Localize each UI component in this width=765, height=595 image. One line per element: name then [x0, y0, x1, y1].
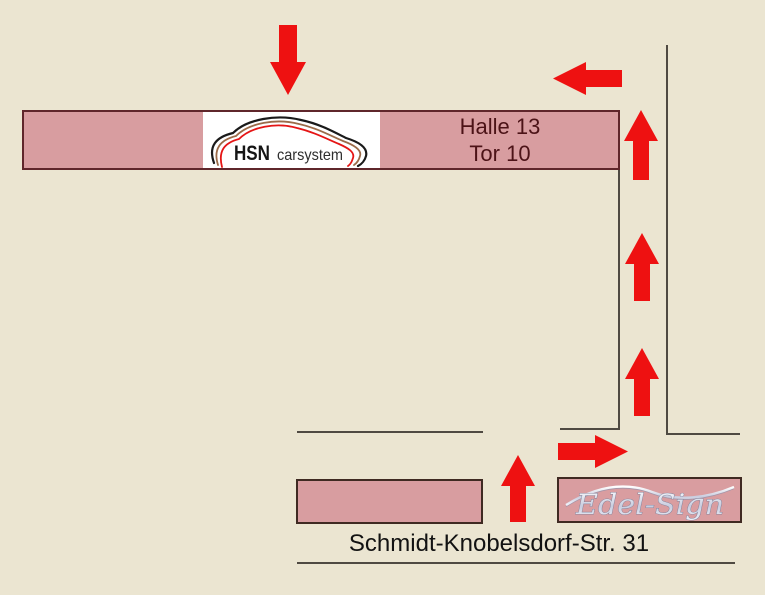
route-arrow-up-icon: [625, 348, 659, 416]
route-arrow-down-icon: [270, 25, 306, 95]
route-arrow-up-icon: [501, 455, 535, 522]
street-line-vertical-right: [666, 45, 668, 435]
edel-swoosh-icon: [565, 485, 735, 507]
street-line-corner-east: [666, 433, 740, 435]
street-line-vertical-left: [618, 170, 620, 430]
street-name-label: Schmidt-Knobelsdorf-Str. 31: [348, 530, 650, 557]
hall-gate-label: Halle 13 Tor 10: [382, 112, 618, 168]
route-arrow-right-icon: [558, 435, 628, 468]
edel-swoosh-shadow-icon: [565, 487, 735, 508]
street-line-top-west: [297, 431, 483, 433]
edel-sign-building-block: Edel-Sign: [557, 477, 742, 523]
street-line-bottom: [297, 562, 735, 564]
street-line-connector: [560, 428, 620, 430]
hsn-car-logo-icon: HSN carsystem: [210, 116, 368, 168]
edel-sign-logo: Edel-Sign: [565, 485, 735, 521]
route-arrow-up-icon: [625, 233, 659, 301]
hsn-brand-text: HSN: [234, 142, 270, 165]
hall-label-line1: Halle 13: [459, 114, 541, 139]
hsn-logo-box: HSN carsystem: [203, 112, 380, 168]
building-block: [296, 479, 483, 524]
route-arrow-left-icon: [553, 62, 622, 95]
hall-label-line2: Tor 10: [469, 141, 531, 166]
edel-brand-text: Edel-Sign: [575, 488, 724, 521]
hsn-brand-suffix-text: carsystem: [277, 147, 343, 164]
route-arrow-up-icon: [624, 110, 658, 180]
